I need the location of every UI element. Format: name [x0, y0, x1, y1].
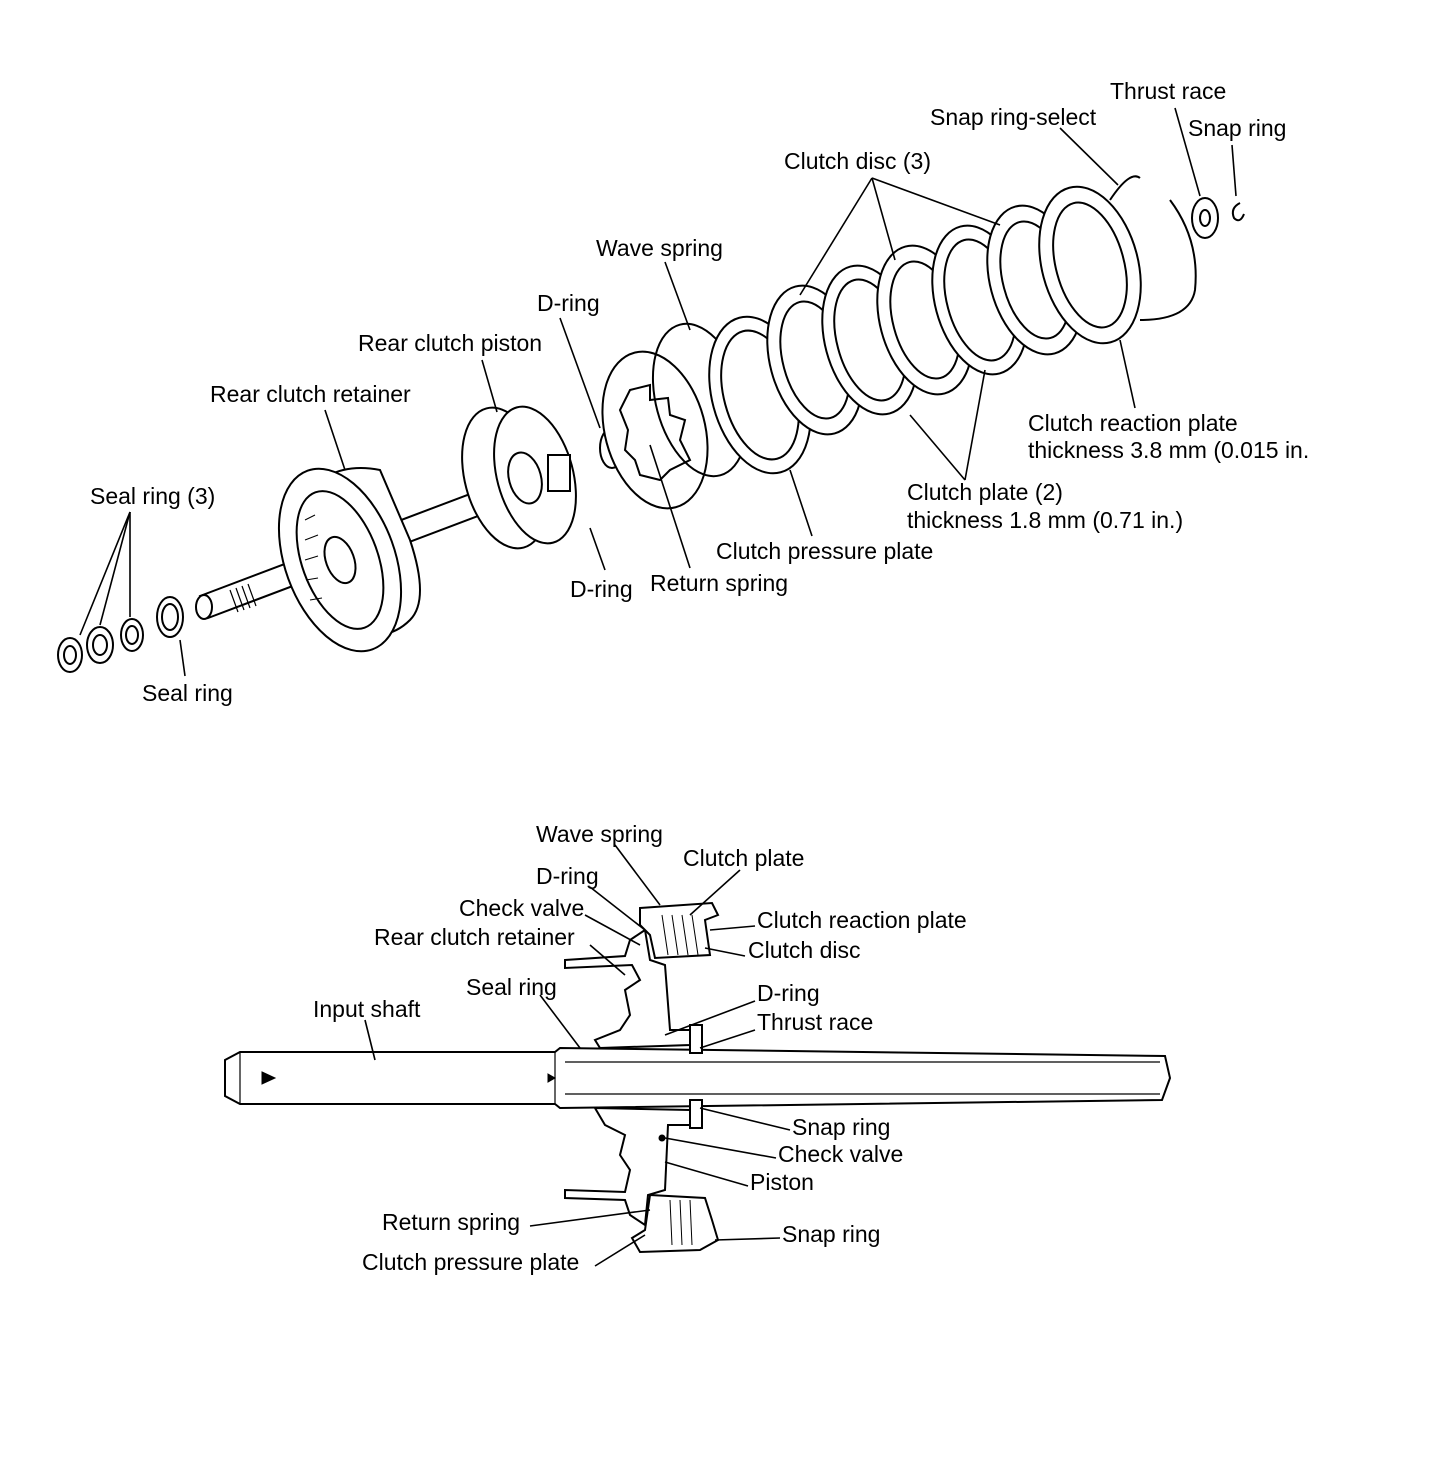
thrust-race-drawing	[1191, 197, 1219, 239]
label-sec-wave-spring: Wave spring	[536, 821, 663, 847]
label-clutch-plate-2: thickness 1.8 mm (0.71 in.)	[907, 507, 1183, 533]
label-wave-spring: Wave spring	[596, 235, 723, 261]
label-seal-ring: Seal ring	[142, 680, 233, 706]
section-view: Wave spring Clutch plate D-ring Check va…	[224, 821, 1172, 1275]
lower-retainer-section	[564, 1099, 720, 1254]
upper-retainer-section	[564, 901, 720, 1054]
label-snap-ring: Snap ring	[1188, 115, 1286, 141]
snap-ring-select-drawing	[1109, 175, 1197, 321]
label-snap-ring-select: Snap ring-select	[930, 104, 1097, 130]
rear-clutch-piston-drawing	[461, 405, 577, 550]
section-leader-lines	[364, 844, 791, 1267]
clutch-pack-drawing	[766, 204, 1084, 436]
label-clutch-plate-1: Clutch plate (2)	[907, 479, 1063, 505]
label-thrust-race: Thrust race	[1110, 78, 1226, 104]
label-sec-check-valve-bottom: Check valve	[778, 1141, 903, 1167]
label-sec-clutch-disc: Clutch disc	[748, 937, 860, 963]
label-sec-d-ring-mid: D-ring	[757, 980, 820, 1006]
label-sec-clutch-plate: Clutch plate	[683, 845, 804, 871]
snap-ring-drawing	[1231, 202, 1245, 222]
label-sec-thrust-race: Thrust race	[757, 1009, 873, 1035]
clutch-reaction-plate-drawing	[1038, 185, 1142, 345]
label-sec-d-ring-top: D-ring	[536, 863, 599, 889]
label-sec-piston: Piston	[750, 1169, 814, 1195]
label-clutch-reaction-1: Clutch reaction plate	[1028, 410, 1238, 436]
label-clutch-disc: Clutch disc (3)	[784, 148, 931, 174]
label-sec-snap-ring-mid: Snap ring	[792, 1114, 890, 1140]
label-sec-clutch-pressure-plate: Clutch pressure plate	[362, 1249, 579, 1275]
label-sec-input-shaft: Input shaft	[313, 996, 421, 1022]
label-seal-ring-3: Seal ring (3)	[90, 483, 215, 509]
label-d-ring-top: D-ring	[537, 290, 600, 316]
exploded-leader-lines	[79, 107, 1237, 677]
label-d-ring-bottom: D-ring	[570, 576, 633, 602]
label-sec-check-valve-top: Check valve	[459, 895, 584, 921]
input-shaft-section	[224, 1046, 1172, 1110]
rear-clutch-retainer-drawing	[277, 467, 421, 653]
label-sec-snap-ring-bottom: Snap ring	[782, 1221, 880, 1247]
label-sec-return-spring: Return spring	[382, 1209, 520, 1235]
label-return-spring: Return spring	[650, 570, 788, 596]
seal-rings-drawing	[57, 596, 184, 673]
label-rear-clutch-piston: Rear clutch piston	[358, 330, 542, 356]
label-rear-clutch-retainer: Rear clutch retainer	[210, 381, 411, 407]
label-clutch-reaction-2: thickness 3.8 mm (0.015 in.	[1028, 437, 1309, 463]
label-sec-rear-clutch-retainer: Rear clutch retainer	[374, 924, 575, 950]
return-spring-drawing	[601, 350, 709, 510]
label-sec-clutch-reaction-plate: Clutch reaction plate	[757, 907, 967, 933]
exploded-view: Thrust race Snap ring-select Snap ring C…	[57, 78, 1309, 706]
label-sec-seal-ring: Seal ring	[466, 974, 557, 1000]
label-clutch-pressure-plate: Clutch pressure plate	[716, 538, 933, 564]
